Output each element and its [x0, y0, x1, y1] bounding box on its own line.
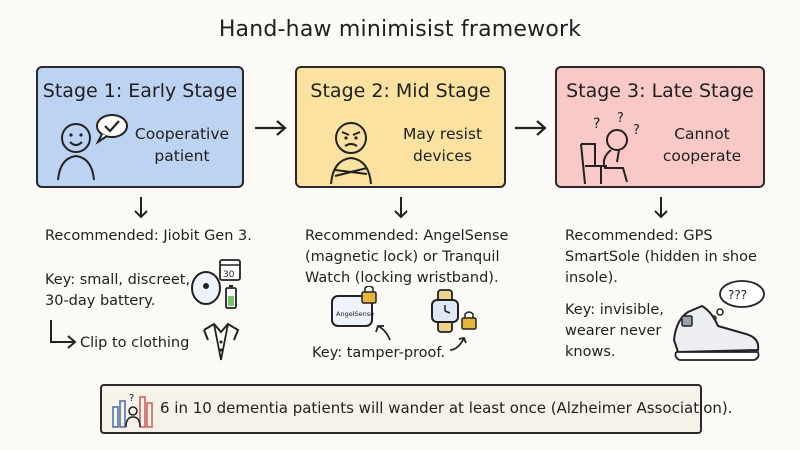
svg-text:?: ?	[633, 123, 640, 138]
clip-arrow	[50, 320, 77, 349]
key-arrow-right	[449, 336, 467, 351]
stage-3-description: Cannot cooperate	[662, 125, 742, 165]
confused-patient-icon: ? ? ?	[580, 112, 640, 185]
smart-shoe-icon: ???	[672, 280, 765, 361]
stage-2-recommendation: Recommended: AngelSense (magnetic lock) …	[305, 228, 509, 286]
svg-text:?: ?	[593, 116, 600, 132]
stage-1-box: Stage 1: Early Stage Cooperative patient	[36, 66, 244, 188]
stage-1-title: Stage 1: Early Stage	[42, 80, 238, 102]
diagram-title: Hand-haw minimisist framework	[218, 17, 582, 42]
stage-2-description: May resist devices	[402, 125, 483, 165]
stage-1-to-2-arrow	[255, 120, 287, 136]
stage-3-recommendation: Recommended: GPS SmartSole (hidden in sh…	[565, 228, 757, 286]
key-arrow-left	[375, 325, 391, 341]
svg-text:?: ?	[129, 393, 134, 404]
shoe-thought-label: ???	[728, 288, 747, 302]
tranquil-watch-icon	[431, 289, 477, 333]
stage-1-down-arrow	[134, 197, 148, 219]
angelsense-label: AngelSense	[336, 310, 374, 318]
stage-2-box: Stage 2: Mid Stage May resist devices	[295, 66, 506, 188]
stage-2-title: Stage 2: Mid Stage	[310, 80, 491, 102]
calendar-label: 30	[223, 270, 235, 280]
stage-3-title: Stage 3: Late Stage	[566, 80, 754, 102]
stage-1-recommendation: Recommended: Jiobit Gen 3.	[45, 228, 252, 244]
stage-3-box: Stage 3: Late Stage ? ? ? Cannot coopera…	[555, 66, 765, 188]
stage-2-key: Key: tamper-proof.	[312, 345, 446, 361]
shirt-icon	[203, 322, 240, 361]
stage-3-key: Key: invisible, wearer never knows.	[565, 302, 664, 360]
stage-2-down-arrow	[394, 197, 408, 219]
statistic-text: 6 in 10 dementia patients will wander at…	[160, 399, 733, 417]
happy-patient-icon	[57, 114, 128, 181]
stage-3-down-arrow	[654, 197, 668, 219]
clip-note: Clip to clothing	[80, 335, 190, 351]
stage-2-to-3-arrow	[515, 120, 547, 136]
svg-text:?: ?	[617, 112, 624, 126]
bar-chart-icon: ?	[112, 393, 153, 428]
angelsense-device-icon: AngelSense	[331, 286, 377, 327]
stage-1-tracker-icon: 30	[191, 259, 241, 309]
stage-1-key: Key: small, discreet, 30-day battery.	[45, 272, 191, 309]
statistic-banner: ? 6 in 10 dementia patients will wander …	[100, 384, 733, 434]
stage-1-description: Cooperative patient	[134, 125, 230, 165]
angry-patient-icon	[330, 122, 372, 185]
